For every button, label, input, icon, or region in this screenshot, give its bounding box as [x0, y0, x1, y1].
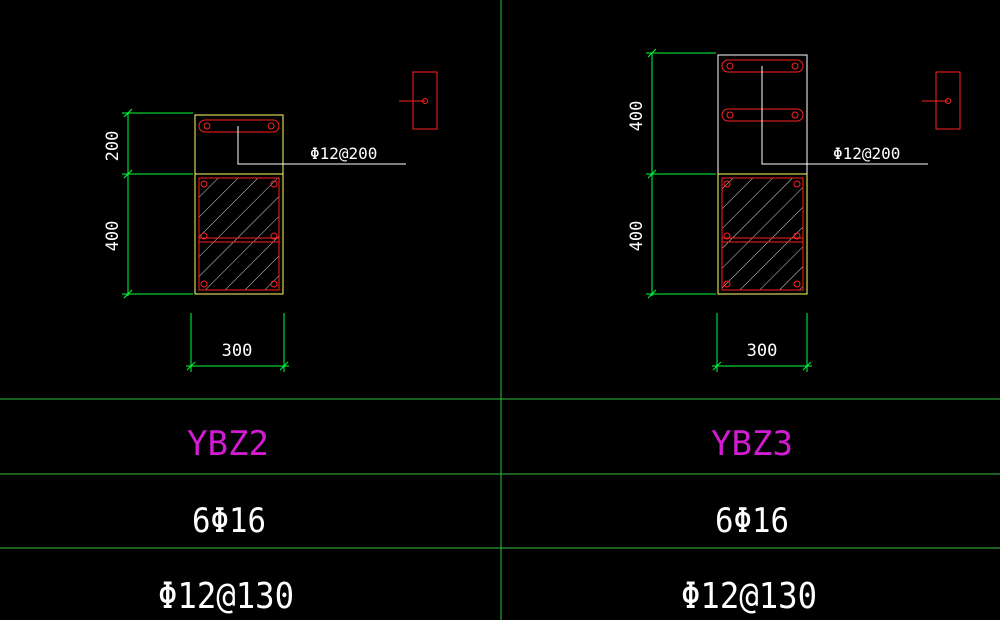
- dimension-upper-label: 400: [627, 101, 647, 132]
- rebar-stirrups: [198, 119, 280, 291]
- longitudinal-rebar-ybz2: 6Φ16: [192, 501, 266, 541]
- column-name-ybz2: YBZ2: [187, 424, 269, 464]
- hatch-area: [722, 178, 803, 290]
- stirrup-callout-text: Φ12@200: [833, 144, 900, 163]
- stirrup-leader: [237, 126, 406, 165]
- column-section-ybz3: 400 400 300 Φ12@200: [627, 48, 961, 372]
- stirrup-ybz3: Φ12@130: [681, 576, 817, 617]
- stirrup-leader: [761, 66, 928, 165]
- stirrup-ybz2: Φ12@130: [158, 576, 294, 617]
- hook-symbol: [922, 71, 961, 130]
- hook-symbol: [399, 71, 438, 130]
- schedule-table-text: YBZ2 YBZ3 6Φ16 6Φ16 Φ12@130 Φ12@130: [158, 424, 817, 617]
- longitudinal-rebar-ybz3: 6Φ16: [715, 501, 789, 541]
- dimension-lines: [122, 108, 289, 372]
- dimension-width-label: 300: [222, 341, 253, 361]
- dimension-upper-label: 200: [103, 131, 123, 162]
- dimension-lines: [646, 48, 812, 372]
- stirrup-callout-text: Φ12@200: [310, 144, 377, 163]
- dimension-lower-label: 400: [627, 221, 647, 252]
- column-name-ybz3: YBZ3: [711, 424, 793, 464]
- column-section-ybz2: 200 400 300 Φ12@200: [103, 71, 438, 372]
- dimension-lower-label: 400: [103, 221, 123, 252]
- hatch-area: [199, 178, 279, 290]
- rebar-stirrups: [721, 59, 804, 291]
- concrete-outline-lower: [194, 173, 284, 295]
- concrete-outline-upper: [194, 114, 284, 175]
- dimension-width-label: 300: [747, 341, 778, 361]
- concrete-outline-lower: [717, 173, 808, 295]
